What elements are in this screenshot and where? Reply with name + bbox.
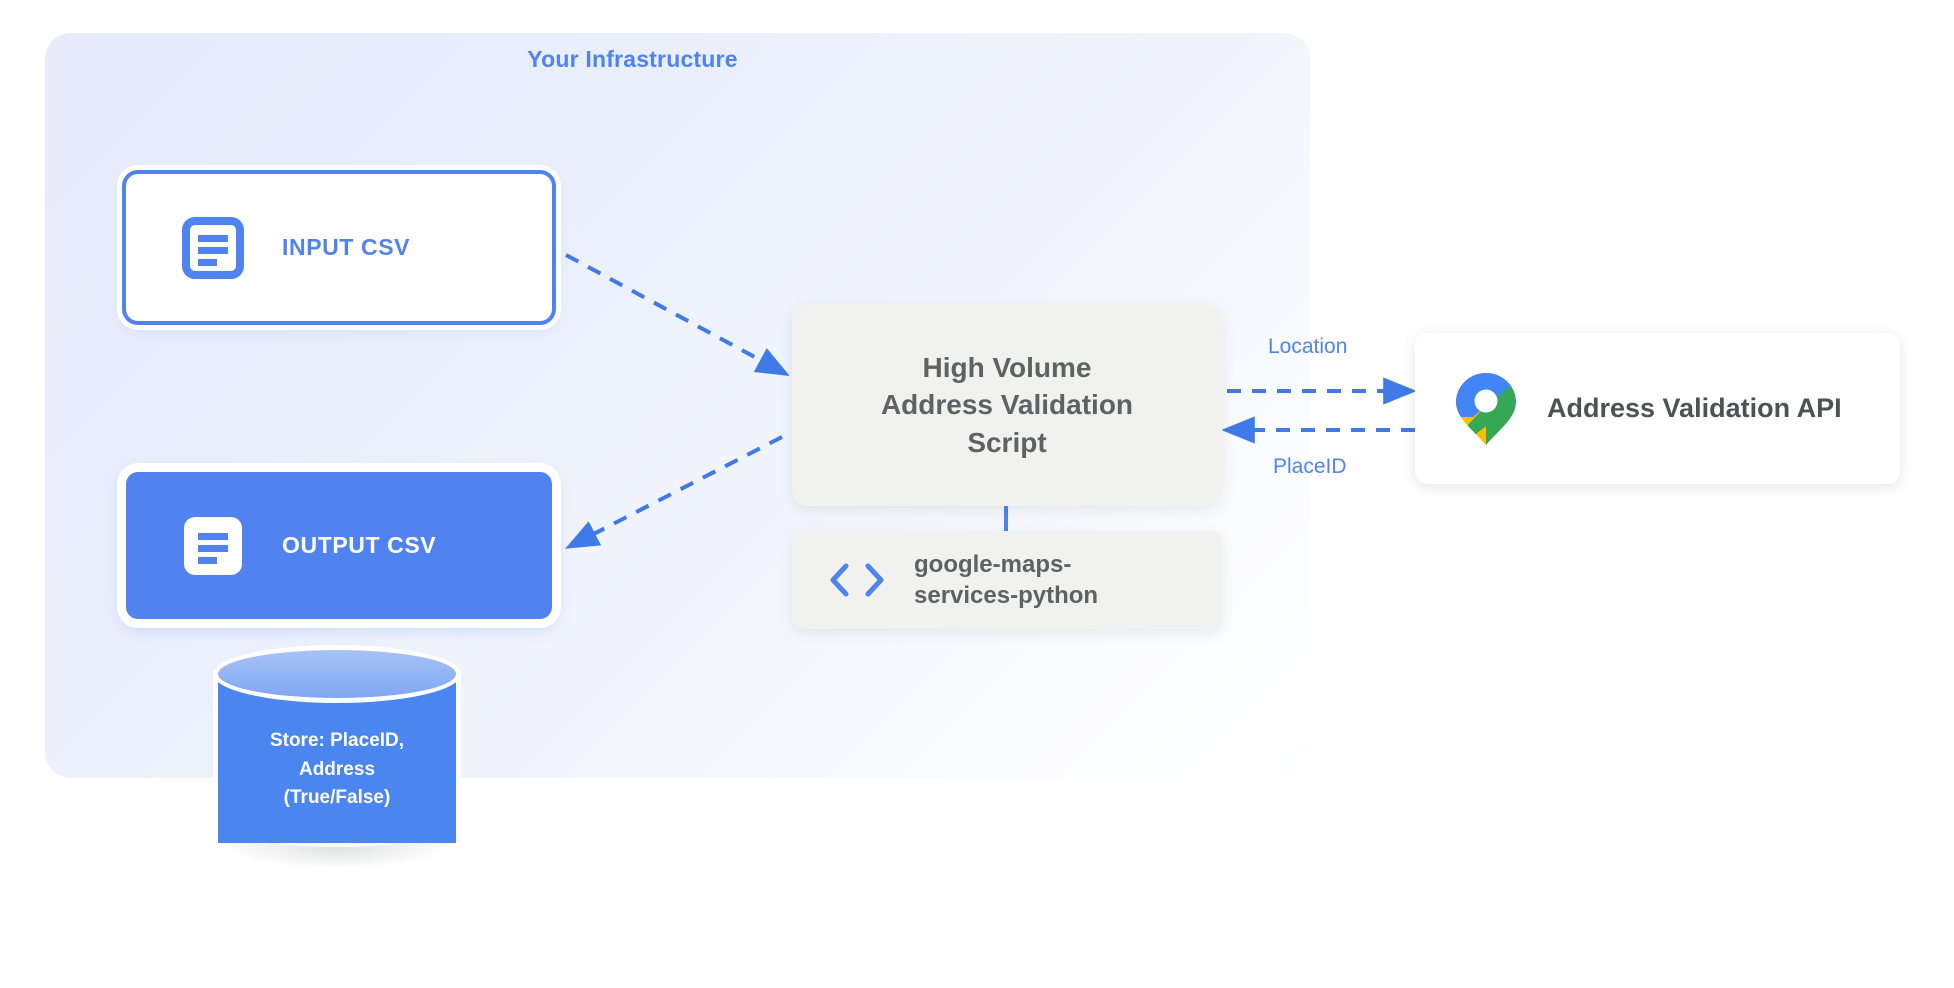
script-line-1: High Volume (922, 352, 1092, 384)
input-csv-label: INPUT CSV (282, 234, 411, 260)
script-library-connector (1004, 506, 1008, 532)
datastore-label: Store: PlaceID, Address (True/False) (213, 727, 461, 813)
datastore-top (213, 645, 461, 703)
your-infrastructure-label: Your Infrastructure (527, 46, 738, 72)
output-csv-label: OUTPUT CSV (282, 532, 437, 558)
datastore-line-3: (True/False) (283, 787, 391, 808)
address-validation-api-node[interactable]: Address Validation API (1415, 333, 1900, 484)
input-csv-node[interactable]: INPUT CSV (122, 170, 556, 325)
edge-label-location: Location (1268, 335, 1348, 358)
document-icon (184, 516, 242, 575)
code-brackets-icon (830, 563, 884, 597)
script-line-2: Address Validation (880, 389, 1134, 421)
edge-label-placeid: PlaceID (1273, 455, 1347, 478)
datastore-line-1: Store: PlaceID, (269, 730, 405, 751)
library-line-1: google-maps- (914, 550, 1072, 578)
address-validation-api-label: Address Validation API (1547, 393, 1842, 423)
document-icon (182, 216, 244, 279)
library-line-2: services-python (914, 582, 1099, 609)
library-node[interactable]: google-maps- services-python (792, 531, 1222, 629)
library-label: google-maps- services-python (914, 549, 1098, 611)
output-csv-node[interactable]: OUTPUT CSV (122, 468, 556, 623)
google-maps-pin-icon (1456, 372, 1516, 445)
datastore-line-2: Address (298, 758, 376, 780)
script-node[interactable]: High Volume Address Validation Script (792, 304, 1222, 506)
datastore-node[interactable]: Store: PlaceID, Address (True/False) (213, 645, 461, 870)
script-line-3: Script (967, 426, 1047, 458)
